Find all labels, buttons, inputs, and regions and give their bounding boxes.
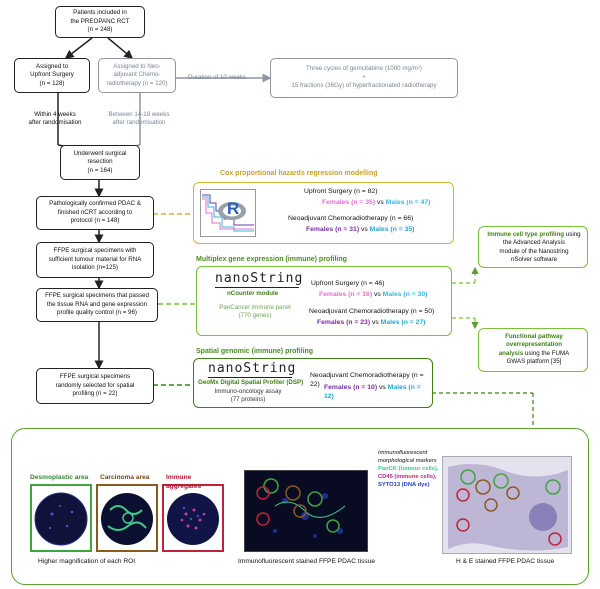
if-stained-rois bbox=[256, 478, 346, 538]
pathway-analysis-box: Functional pathway overrepresentation an… bbox=[478, 328, 588, 372]
he-stained-image bbox=[442, 456, 572, 554]
cox-neo-split: Females (n = 31) vs Males (n = 35) bbox=[306, 225, 414, 234]
cox-upfront-females: Females (n = 35) bbox=[322, 199, 376, 206]
ffpe-spatial-box: FFPE surgical specimens randomly selecte… bbox=[36, 368, 154, 404]
cox-title: Cox proportional hazards regression mode… bbox=[220, 170, 378, 177]
immuno-oncology-assay: Immuno-oncology assay (77 proteins) bbox=[214, 388, 282, 404]
nanostring-logo-2: nanoString bbox=[208, 361, 297, 376]
cox-vs-2: vs bbox=[360, 226, 368, 233]
geomx-dsp: GeoMx Digital Spatial Profiler (DSP) bbox=[198, 379, 304, 386]
mp-neo-split: Females (n = 23) vs Males (n = 27) bbox=[317, 318, 425, 327]
mp-upfront-males: Males (n = 30) bbox=[382, 291, 428, 298]
if-stained-image bbox=[244, 470, 368, 552]
immune-cell-profiling-box: Immune cell type profiling using the Adv… bbox=[478, 226, 588, 268]
mp-vs-2: vs bbox=[371, 319, 379, 326]
mp-vs-1: vs bbox=[373, 291, 381, 298]
resection-box: Underwent surgical resection (n = 164) bbox=[60, 145, 140, 180]
mp-upfront: Upfront Surgery (n = 46) bbox=[311, 280, 385, 287]
nanostring-logo-1: nanoString bbox=[215, 271, 304, 286]
carcinoma-label: Carcinoma area bbox=[100, 474, 150, 481]
spatial-title: Spatial genomic (immune) profiling bbox=[196, 348, 314, 355]
upfront-arm-box: Assigned to Upfront Surgery (n = 128) bbox=[14, 58, 90, 93]
ncounter-module: nCounter module bbox=[227, 290, 279, 297]
if-caption: Immunofluorescent stained FFPE PDAC tiss… bbox=[238, 558, 376, 565]
mp-neo-females: Females (n = 23) bbox=[317, 319, 371, 326]
marker-syto13: SYTO13 (DNA dye) bbox=[378, 482, 430, 488]
r-letter: R bbox=[227, 199, 240, 218]
cox-box: R Upfront Surgery (n = 82) Females (n = … bbox=[193, 182, 454, 244]
cox-upfront-males: Males (n = 47) bbox=[385, 199, 431, 206]
r-logo-km-curve bbox=[200, 189, 256, 237]
immune-cell-profiling-bold: Immune cell type profiling bbox=[487, 231, 565, 238]
ffpe-qc-box: FFPE surgical specimens that passed the … bbox=[36, 288, 158, 322]
spatial-males: Males (n = 12) bbox=[324, 384, 421, 401]
mp-upfront-split: Females (n = 16) vs Males (n = 30) bbox=[319, 290, 427, 299]
mp-upfront-females: Females (n = 16) bbox=[319, 291, 373, 298]
cox-upfront-split: Females (n = 35) vs Males (n = 47) bbox=[322, 198, 430, 207]
patients-box: Patients included in the PREOPANC RCT (n… bbox=[55, 6, 145, 38]
mp-neo-males: Males (n = 27) bbox=[380, 319, 426, 326]
immune-image bbox=[167, 493, 219, 545]
between-weeks-label: Between 14-18 weeks after randomisation bbox=[108, 111, 170, 127]
roi-caption: Higher magnification of each ROI bbox=[38, 558, 136, 565]
immune-label: Immune aggregates bbox=[166, 474, 202, 490]
marker-cd45: CD45 (immune cells), bbox=[378, 474, 437, 480]
desmoplastic-label: Desmoplastic area bbox=[30, 474, 89, 481]
cox-neo: Neoadjuvant Chemoradiotherapy (n = 66) bbox=[288, 215, 414, 222]
immune-cell-profiling-rest: using the Advanced Analysis module of th… bbox=[499, 231, 581, 264]
cox-vs-1: vs bbox=[376, 199, 384, 206]
duration-label: Duration of 10 weeks bbox=[188, 74, 247, 81]
desmoplastic-image bbox=[34, 492, 88, 546]
spatial-neo-split: Females (n = 10) vs Males (n = 12) bbox=[324, 383, 432, 401]
spatial-box: nanoString GeoMx Digital Spatial Profile… bbox=[193, 358, 433, 408]
immune-roi-box: Immune aggregates bbox=[162, 474, 224, 552]
carcinoma-image bbox=[101, 493, 153, 545]
cox-upfront: Upfront Surgery (n = 82) bbox=[304, 188, 378, 195]
pathway-analysis-rest: using the FUMA GWAS platform [35] bbox=[506, 349, 570, 366]
spatial-neo: Neoadjuvant Chemoradiotherapy (n = 22) bbox=[310, 372, 424, 389]
ffpe-rna-box: FFPE surgical specimens with sufficient … bbox=[36, 242, 154, 278]
cox-neo-males: Males (n = 35) bbox=[369, 226, 415, 233]
he-caption: H & E stained FFPE PDAC tissue bbox=[456, 558, 555, 565]
multiplex-box: nanoString nCounter module PanCancer imm… bbox=[196, 266, 452, 336]
mp-neo: Neoadjuvant Chemoradiotherapy (n = 50) bbox=[309, 308, 435, 315]
spatial-vs: vs bbox=[378, 384, 386, 391]
immune-cell-profiling-text: Immune cell type profiling using the Adv… bbox=[483, 231, 585, 264]
nanostring-underline-2 bbox=[208, 377, 292, 378]
desmoplastic-roi-box: Desmoplastic area bbox=[30, 474, 92, 552]
nanostring-underline-1 bbox=[215, 287, 299, 288]
multiplex-title: Multiplex gene expression (immune) profi… bbox=[196, 256, 347, 263]
regimen-box: Three cycles of gemcitabine (1000 mg/m²)… bbox=[270, 58, 458, 98]
spatial-females: Females (n = 10) bbox=[324, 384, 378, 391]
confirmed-pdac-box: Pathologically confirmed PDAC & finished… bbox=[36, 196, 154, 230]
he-stained-rois bbox=[448, 463, 568, 551]
neoadjuvant-arm-box: Assigned to Neo- adjuvant Chemo- radioth… bbox=[98, 58, 176, 93]
pancancer-panel: PanCancer immune panel (770 genes) bbox=[219, 304, 291, 320]
pathway-analysis-text: Functional pathway overrepresentation an… bbox=[483, 333, 585, 366]
within-4-weeks-label: Within 4 weeks after randomisation bbox=[28, 111, 82, 127]
cox-neo-females: Females (n = 31) bbox=[306, 226, 360, 233]
pathway-analysis-bold: Functional pathway overrepresentation an… bbox=[498, 333, 563, 357]
markers-title: Immunofluorescent morphological markers bbox=[378, 450, 437, 464]
marker-panck: PanCK (tumour cells), bbox=[378, 466, 439, 472]
carcinoma-roi-box: Carcinoma area bbox=[96, 474, 158, 552]
